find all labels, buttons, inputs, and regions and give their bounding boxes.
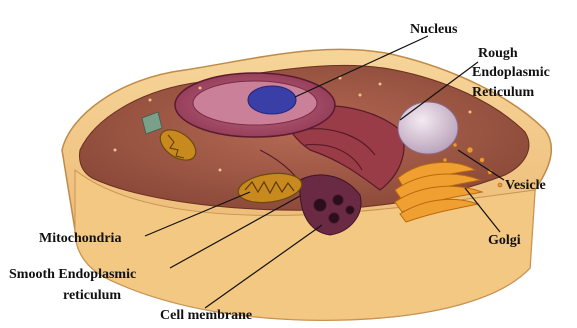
nucleolus-shape <box>248 86 296 114</box>
label-rough-er-line2: Endoplasmic <box>472 64 550 81</box>
label-cell-membrane: Cell membrane <box>160 307 252 324</box>
label-rough-er-line1: Rough <box>478 45 518 62</box>
label-golgi: Golgi <box>488 232 521 249</box>
label-nucleus: Nucleus <box>410 21 457 38</box>
label-rough-er-line3: Reticulum <box>472 84 534 101</box>
label-smooth-er-line2: reticulum <box>63 287 121 304</box>
label-vesicle: Vesicle <box>505 177 546 194</box>
label-mitochondria: Mitochondria <box>39 230 121 247</box>
label-smooth-er-line1: Smooth Endoplasmic <box>9 266 136 283</box>
vesicle-shape <box>398 102 458 154</box>
